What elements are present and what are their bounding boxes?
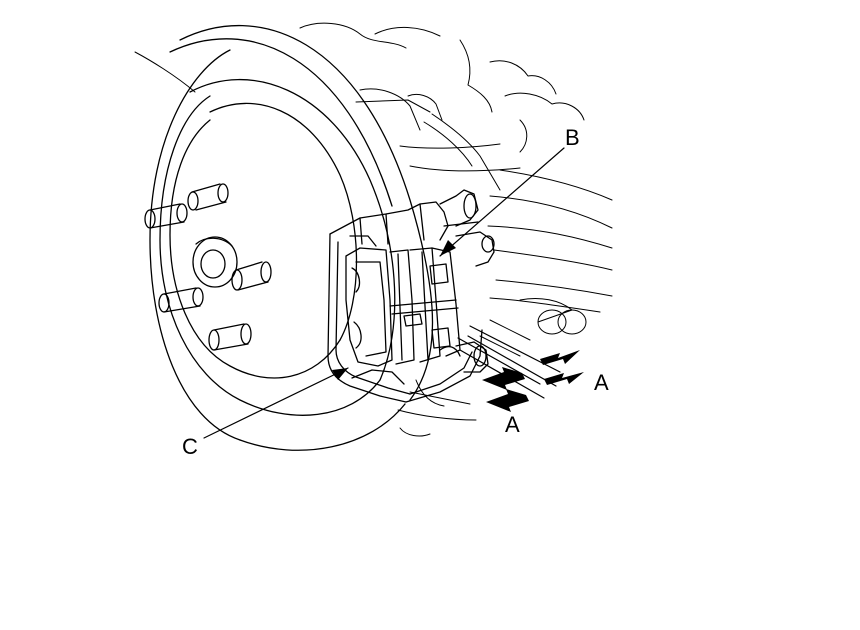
label-a-upper: A bbox=[594, 370, 609, 395]
stud-right bbox=[231, 261, 272, 291]
suspension-background bbox=[134, 22, 613, 437]
arrow-a-lower-1 bbox=[482, 367, 525, 390]
leader-b bbox=[439, 147, 565, 257]
wheel-studs bbox=[144, 183, 272, 351]
leader-c bbox=[203, 367, 349, 439]
arrow-a-lower-2 bbox=[486, 389, 529, 412]
arrowhead-b bbox=[440, 240, 456, 256]
arrow-a-upper-1 bbox=[540, 350, 580, 365]
measurement-arrows bbox=[482, 350, 584, 412]
callout-leaders bbox=[203, 147, 565, 439]
measure-line-2 bbox=[467, 335, 557, 387]
stud-upper bbox=[187, 183, 229, 211]
label-b: B bbox=[565, 125, 580, 150]
label-a-lower: A bbox=[505, 412, 520, 437]
stud-lower-left bbox=[158, 287, 204, 313]
caliper-guide-pins bbox=[439, 189, 495, 373]
caliper-bracket bbox=[327, 201, 483, 403]
stud-upper-left bbox=[144, 203, 188, 229]
arrowhead-c bbox=[332, 368, 348, 380]
stud-bottom bbox=[208, 323, 252, 351]
brake-disc bbox=[149, 24, 434, 451]
measure-line-3 bbox=[457, 337, 541, 385]
label-c: C bbox=[182, 434, 198, 459]
leader-arrowheads bbox=[332, 240, 456, 380]
arrow-a-upper-2 bbox=[544, 372, 584, 385]
